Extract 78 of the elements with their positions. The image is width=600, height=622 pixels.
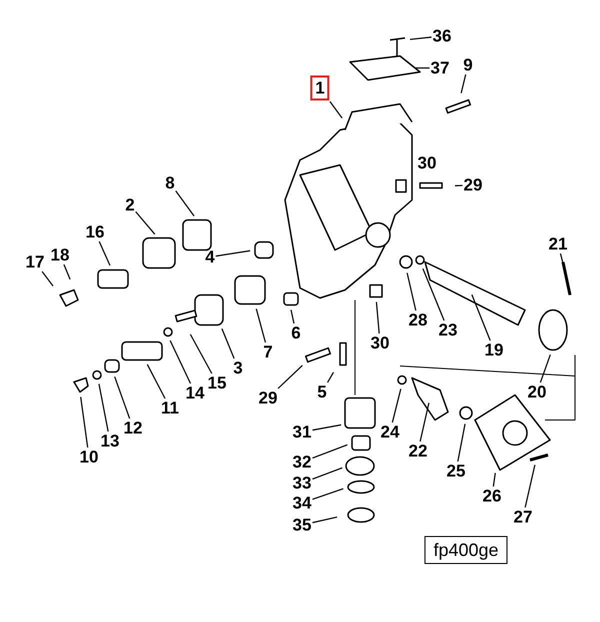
leader-line	[135, 211, 156, 235]
callout-number: 10	[80, 448, 98, 466]
leader-line	[63, 264, 71, 280]
leader-line	[221, 328, 235, 359]
leader-line	[327, 372, 334, 383]
leader-line	[114, 376, 130, 419]
callout-number: 3	[233, 360, 243, 376]
leader-line	[175, 190, 195, 216]
leader-line	[524, 464, 536, 508]
callout-number: 27	[514, 508, 532, 526]
callout-number: 37	[430, 60, 450, 76]
leader-line	[460, 74, 466, 94]
callout-number: 35	[292, 516, 312, 534]
leader-line	[312, 516, 338, 524]
callout-number: 9	[463, 56, 473, 74]
callout-number: 25	[446, 462, 466, 480]
leader-line	[42, 271, 54, 286]
callout-number: 4	[205, 248, 215, 266]
leader-line	[540, 354, 551, 383]
leader-line	[312, 424, 342, 431]
callout-number: 20	[528, 384, 546, 400]
callout-number: 19	[484, 342, 504, 358]
leader-line	[290, 310, 295, 324]
figure-code: fp400ge	[424, 536, 508, 564]
leader-line	[312, 444, 348, 459]
callout-number: 34	[292, 494, 312, 512]
leader-line	[216, 250, 250, 257]
callout-number: 30	[370, 334, 390, 352]
leader-line	[392, 388, 402, 423]
leader-line	[80, 396, 88, 448]
callout-number: 29	[258, 390, 278, 406]
callout-number: 33	[292, 474, 312, 492]
callout-number: 2	[125, 196, 135, 214]
callout-number: 7	[263, 344, 273, 360]
leader-line	[376, 302, 380, 334]
leader-line	[98, 384, 109, 432]
callout-number: 13	[100, 432, 120, 450]
callout-number: 5	[317, 384, 327, 400]
callout-number: 31	[292, 424, 312, 440]
leader-line	[410, 36, 432, 40]
callout-number: 21	[548, 236, 568, 252]
callout-number: 36	[432, 28, 452, 44]
leader-line	[256, 308, 266, 343]
callout-number: 32	[292, 454, 312, 470]
callout-number: 16	[86, 224, 104, 240]
callout-number: 6	[291, 324, 301, 342]
leader-line	[190, 334, 212, 374]
callout-number: 8	[165, 174, 175, 192]
leader-line	[560, 253, 566, 270]
callout-number: 11	[161, 400, 179, 416]
leader-line	[170, 340, 192, 384]
leader-line	[146, 364, 166, 399]
callout-number: 24	[380, 424, 400, 440]
leader-line	[454, 184, 463, 186]
leader-line	[406, 272, 416, 311]
callout-number: 22	[408, 442, 428, 460]
leader-line	[457, 424, 466, 462]
callout-number: 29	[464, 176, 482, 194]
callout-number: 1	[310, 76, 330, 100]
leader-line	[415, 67, 430, 69]
leader-line	[471, 294, 491, 341]
leader-line	[329, 101, 343, 118]
callout-number: 28	[408, 312, 428, 328]
callout-number: 18	[50, 246, 70, 264]
callout-number: 14	[186, 384, 204, 402]
leader-line	[312, 467, 343, 480]
callout-number: 26	[482, 488, 502, 504]
leader-line	[422, 268, 445, 321]
leader-line	[278, 365, 303, 389]
callout-number: 17	[26, 254, 44, 270]
callout-number: 23	[438, 322, 458, 338]
leader-line	[312, 488, 344, 500]
callout-number: 12	[124, 420, 142, 436]
callout-number: 30	[418, 154, 436, 172]
leader-line	[492, 472, 496, 487]
leader-line	[98, 241, 110, 266]
callout-number: 15	[208, 374, 226, 392]
leader-line	[420, 402, 430, 442]
